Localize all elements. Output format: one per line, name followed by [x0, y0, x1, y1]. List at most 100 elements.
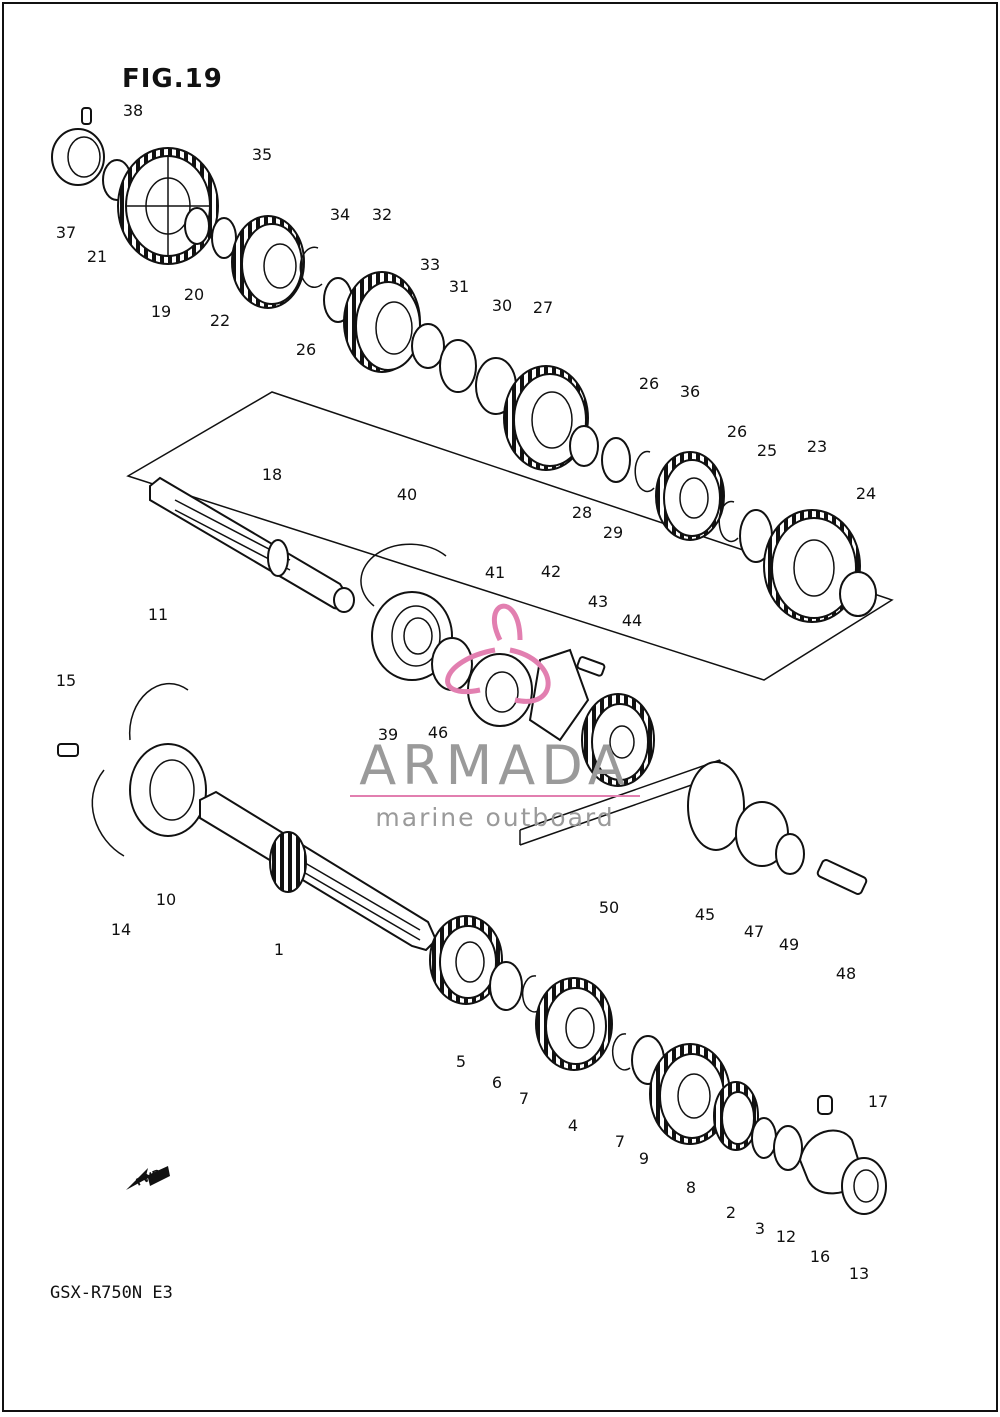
watermark-brand: ARMADA [359, 734, 631, 797]
bushing-20 [184, 207, 210, 245]
bolt-43 [576, 656, 606, 677]
callout-47: 47 [744, 922, 764, 941]
washer-29 [601, 437, 631, 483]
callout-14: 14 [111, 920, 131, 939]
callout-18: 18 [262, 465, 282, 484]
callout-23: 23 [807, 437, 827, 456]
lock-washer-31 [439, 339, 477, 393]
spacer-46 [431, 637, 473, 691]
gear-27 [503, 365, 589, 471]
pin-38 [81, 107, 92, 125]
callout-10: 10 [156, 890, 176, 909]
gear-36 [655, 451, 725, 541]
callout-7: 7 [615, 1132, 625, 1151]
circlip-26c [718, 500, 739, 543]
model-code: GSX-R750N E3 [50, 1283, 173, 1303]
callout-2: 2 [726, 1203, 736, 1222]
gear-19 [117, 147, 219, 265]
circlip-40 [360, 543, 447, 607]
gear-8 [649, 1043, 731, 1145]
callout-37: 37 [56, 223, 76, 242]
callout-5: 5 [456, 1052, 466, 1071]
callout-26: 26 [639, 374, 659, 393]
callout-43: 43 [588, 592, 608, 611]
callout-16: 16 [810, 1247, 830, 1266]
driveshaft-18 [149, 476, 352, 612]
callout-28: 28 [572, 503, 592, 522]
callout-27: 27 [533, 298, 553, 317]
gear-35 [231, 215, 305, 309]
propeller-logo-icon [445, 603, 551, 704]
callout-48: 48 [836, 964, 856, 983]
gear-2 [713, 1081, 759, 1151]
washer-49 [775, 833, 805, 875]
subassembly-outline [126, 391, 894, 681]
bearing-13 [841, 1157, 887, 1215]
circlip-26 [299, 246, 323, 289]
callout-12: 12 [776, 1227, 796, 1246]
callout-50: 50 [599, 898, 619, 917]
callout-6: 6 [492, 1073, 502, 1092]
callout-34: 34 [330, 205, 350, 224]
pin-17 [817, 1095, 833, 1115]
bushing-24 [839, 571, 877, 617]
bushing-6 [489, 961, 523, 1011]
callout-11: 11 [148, 605, 168, 624]
callout-35: 35 [252, 145, 272, 164]
countershaft-gear-row [51, 107, 877, 623]
watermark-tagline: marine outboard [375, 803, 614, 832]
screw-15 [57, 743, 79, 757]
callout-8: 8 [686, 1178, 696, 1197]
callout-36: 36 [680, 382, 700, 401]
callout-40: 40 [397, 485, 417, 504]
callout-30: 30 [492, 296, 512, 315]
callout-20: 20 [184, 285, 204, 304]
callout-29: 29 [603, 523, 623, 542]
callout-46: 46 [428, 723, 448, 742]
washer-12 [773, 1125, 803, 1171]
bearing-10 [129, 743, 207, 837]
needle-bearing-37 [51, 128, 105, 186]
circlip-7 [521, 975, 541, 1013]
callout-9: 9 [639, 1149, 649, 1168]
circlip-7b [611, 1033, 631, 1071]
gear-4 [535, 977, 613, 1071]
plate-45 [687, 761, 745, 851]
bolt-48 [816, 859, 868, 895]
callout-26: 26 [296, 340, 316, 359]
callout-49: 49 [779, 935, 799, 954]
callout-15: 15 [56, 671, 76, 690]
callout-33: 33 [420, 255, 440, 274]
sprocket-44 [581, 693, 655, 787]
callout-26: 26 [727, 422, 747, 441]
driveshaft-assembly [57, 476, 868, 895]
callout-22: 22 [210, 311, 230, 330]
callout-1: 1 [274, 940, 284, 959]
callout-41: 41 [485, 563, 505, 582]
callout-32: 32 [372, 205, 392, 224]
washer-22 [211, 217, 237, 259]
circlip-11 [129, 683, 189, 741]
circlip-26b [634, 450, 655, 493]
gear-23 [763, 509, 861, 623]
callout-42: 42 [541, 562, 561, 581]
callout-7: 7 [519, 1089, 529, 1108]
callout-13: 13 [849, 1264, 869, 1283]
fwd-arrow-icon: FWD [126, 1166, 170, 1190]
callout-38: 38 [123, 101, 143, 120]
callout-24: 24 [856, 484, 876, 503]
mainshaft-gear-row [129, 743, 887, 1215]
stopper-14 [91, 769, 125, 857]
callout-44: 44 [622, 611, 642, 630]
callout-17: 17 [868, 1092, 888, 1111]
callout-25: 25 [757, 441, 777, 460]
callout-4: 4 [568, 1116, 578, 1135]
callout-19: 19 [151, 302, 171, 321]
fwd-label: FWD [135, 1168, 163, 1189]
bushing-33 [411, 323, 445, 369]
callout-3: 3 [755, 1219, 765, 1238]
washer-3 [751, 1117, 777, 1159]
